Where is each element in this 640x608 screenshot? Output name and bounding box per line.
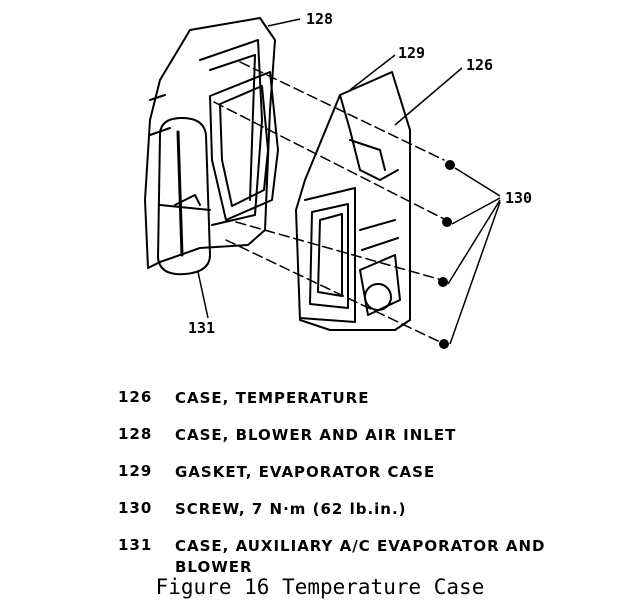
- legend-part-number: 129: [118, 462, 153, 480]
- legend-part-description: CASE, TEMPERATURE: [175, 389, 370, 407]
- callout-131: 131: [188, 319, 215, 337]
- temperature-case-126: [295, 71, 411, 331]
- legend-row: 131 CASE, AUXILIARY A/C EVAPORATOR AND B…: [118, 536, 618, 580]
- legend-part-description: CASE, AUXILIARY A/C EVAPORATOR AND BLOWE…: [175, 537, 546, 576]
- screw: [445, 160, 455, 170]
- callout-128: 128: [306, 10, 333, 28]
- screw: [439, 339, 449, 349]
- legend-part-number: 126: [118, 388, 153, 406]
- legend-part-description: CASE, BLOWER AND AIR INLET: [175, 426, 457, 444]
- parts-legend: 126 CASE, TEMPERATURE 128 CASE, BLOWER A…: [118, 388, 618, 580]
- auxiliary-evaporator-case-131: [157, 117, 211, 276]
- alignment-lines: [213, 61, 447, 343]
- screws-130: [438, 160, 455, 349]
- legend-row: 128 CASE, BLOWER AND AIR INLET: [118, 425, 618, 462]
- callout-130: 130: [505, 189, 532, 207]
- legend-row: 129 GASKET, EVAPORATOR CASE: [118, 462, 618, 499]
- legend-part-description: GASKET, EVAPORATOR CASE: [175, 463, 436, 481]
- figure-caption: Figure 16 Temperature Case: [155, 575, 485, 599]
- legend-row: 130 SCREW, 7 N·m (62 lb.in.): [118, 499, 618, 536]
- legend-part-description: SCREW, 7 N·m (62 lb.in.): [175, 500, 407, 518]
- exploded-view-diagram: 128 129 126 130 131: [144, 10, 532, 349]
- legend-part-number: 131: [118, 536, 153, 554]
- callout-126: 126: [466, 56, 493, 74]
- screw: [438, 277, 448, 287]
- legend-row: 126 CASE, TEMPERATURE: [118, 388, 618, 425]
- screw: [442, 217, 452, 227]
- evaporator-gasket-129: [209, 71, 279, 221]
- legend-part-number: 128: [118, 425, 153, 443]
- leader-lines: [197, 18, 501, 345]
- callout-129: 129: [398, 44, 425, 62]
- legend-part-number: 130: [118, 499, 153, 517]
